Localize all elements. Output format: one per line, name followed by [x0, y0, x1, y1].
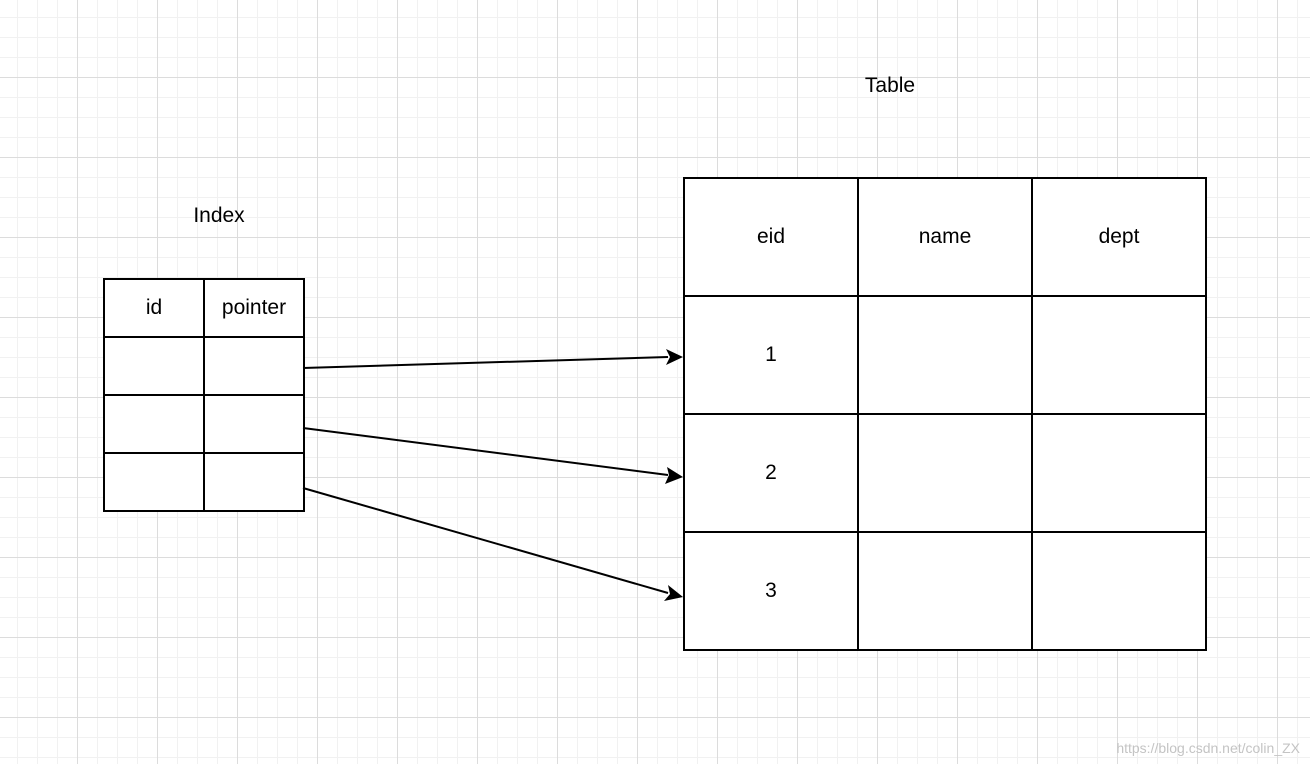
index-row [103, 452, 305, 512]
index-table: id pointer [103, 278, 305, 512]
table-cell: 3 [683, 531, 859, 651]
index-cell [203, 452, 305, 512]
table-cell [1031, 413, 1207, 533]
table-header-cell: dept [1031, 177, 1207, 297]
pointer-arrow-line [302, 356, 669, 369]
arrowhead-icon [665, 467, 683, 484]
index-cell [203, 394, 305, 454]
pointer-arrow-line [302, 427, 669, 476]
index-header-cell: id [103, 278, 205, 338]
index-header-row: id pointer [103, 278, 305, 338]
table-cell: 2 [683, 413, 859, 533]
table-header-cell: name [857, 177, 1033, 297]
index-cell [103, 452, 205, 512]
arrowhead-icon [666, 349, 683, 365]
table-title: Table [864, 74, 916, 97]
data-table: eid name dept 1 2 3 [683, 177, 1207, 651]
index-row [103, 394, 305, 454]
arrowhead-icon [664, 585, 683, 601]
table-cell [1031, 295, 1207, 415]
table-cell [857, 295, 1033, 415]
index-cell [103, 394, 205, 454]
table-row: 1 [683, 295, 1207, 415]
table-cell [1031, 531, 1207, 651]
pointer-arrow-line [302, 487, 669, 594]
index-cell [103, 336, 205, 396]
table-cell [857, 413, 1033, 533]
index-row [103, 336, 305, 396]
index-header-cell: pointer [203, 278, 305, 338]
table-header-cell: eid [683, 177, 859, 297]
table-cell [857, 531, 1033, 651]
table-row: 3 [683, 531, 1207, 651]
table-row: 2 [683, 413, 1207, 533]
index-cell [203, 336, 305, 396]
table-header-row: eid name dept [683, 177, 1207, 297]
watermark: https://blog.csdn.net/colin_ZX [1116, 740, 1300, 756]
table-cell: 1 [683, 295, 859, 415]
index-title: Index [193, 204, 245, 227]
